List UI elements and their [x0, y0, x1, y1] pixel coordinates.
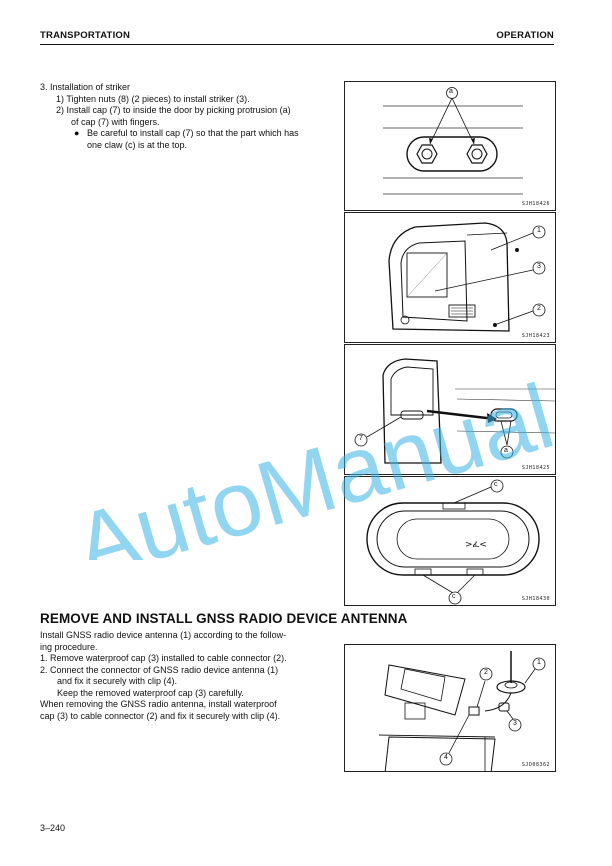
cap-detail-illustration: >ፈ< — [366, 479, 540, 605]
striker-step-2: 2) Install cap (7) to inside the door by… — [56, 105, 291, 115]
figure-cab-rear: 1 3 2 SJH18423 — [344, 212, 556, 343]
callout-label: c — [452, 593, 456, 600]
figure-cap-detail: >ፈ< c c SJH18430 — [344, 476, 556, 606]
striker-heading: 3. Installation of striker — [40, 82, 131, 92]
striker-note: ● Be careful to install cap (7) so that … — [40, 128, 335, 140]
header-rule — [40, 44, 554, 45]
figure-id: SJH18426 — [521, 201, 550, 207]
gnss-step-2-note: Keep the removed waterproof cap (3) care… — [57, 687, 244, 698]
callout-label: 4 — [444, 754, 448, 761]
header-section-title: TRANSPORTATION — [40, 30, 131, 41]
callout-label: 1 — [537, 659, 541, 666]
callout-label: 1 — [537, 227, 541, 234]
gnss-antenna-illustration — [378, 651, 546, 771]
page-number: 3–240 — [40, 823, 66, 833]
figure-gnss-antenna: 1 2 3 4 SJD08362 — [344, 644, 556, 772]
figure-id: SJH18430 — [521, 596, 550, 602]
striker-note-line1: Be careful to install cap (7) so that th… — [87, 128, 299, 138]
gnss-outro-cont: cap (3) to cable connector (2) and fix i… — [40, 710, 281, 721]
callout-label: a — [504, 447, 508, 454]
gnss-step-2-cont: and fix it securely with clip (4). — [57, 676, 178, 686]
striker-nuts-illustration — [383, 87, 523, 195]
gnss-instructions: Install GNSS radio device antenna (1) ac… — [40, 630, 332, 722]
callout-label: 3 — [513, 720, 517, 727]
gnss-step-1: 1. Remove waterproof cap (3) installed t… — [40, 653, 287, 663]
callout-label: 2 — [537, 305, 541, 312]
callout-label: a — [449, 88, 453, 95]
callout-label: 2 — [484, 669, 488, 676]
callout-label: 3 — [537, 263, 541, 270]
figure-id: SJD08362 — [521, 762, 550, 768]
figure-id: SJH18423 — [521, 333, 550, 339]
striker-step-1: 1) Tighten nuts (8) (2 pieces) to instal… — [56, 93, 250, 104]
callout-label: c — [494, 481, 498, 488]
svg-text:>ፈ<: >ፈ< — [465, 540, 487, 550]
cab-rear-illustration — [388, 222, 546, 332]
striker-note-cont: one claw (c) is at the top. — [87, 139, 188, 150]
striker-instructions: 3. Installation of striker 1) Tighten nu… — [40, 82, 335, 151]
gnss-step-2: 2. Connect the connector of GNSS radio d… — [40, 664, 279, 675]
figure-id: SJH18425 — [521, 465, 550, 471]
section-title-gnss: REMOVE AND INSTALL GNSS RADIO DEVICE ANT… — [40, 611, 408, 626]
bullet-icon: ● — [74, 128, 80, 138]
gnss-intro: Install GNSS radio device antenna (1) ac… — [40, 630, 287, 640]
door-cap-illustration — [354, 358, 555, 464]
header-chapter-title: OPERATION — [496, 30, 554, 41]
callout-label: 7 — [359, 435, 363, 442]
figure-striker-nuts: a SJH18426 — [344, 81, 556, 211]
striker-step-2-cont: of cap (7) with fingers. — [71, 116, 160, 127]
figure-door-cap: 7 a SJH18425 — [344, 344, 556, 475]
gnss-outro: When removing the GNSS radio antenna, in… — [40, 699, 277, 709]
gnss-intro-cont: ing procedure. — [40, 641, 98, 652]
